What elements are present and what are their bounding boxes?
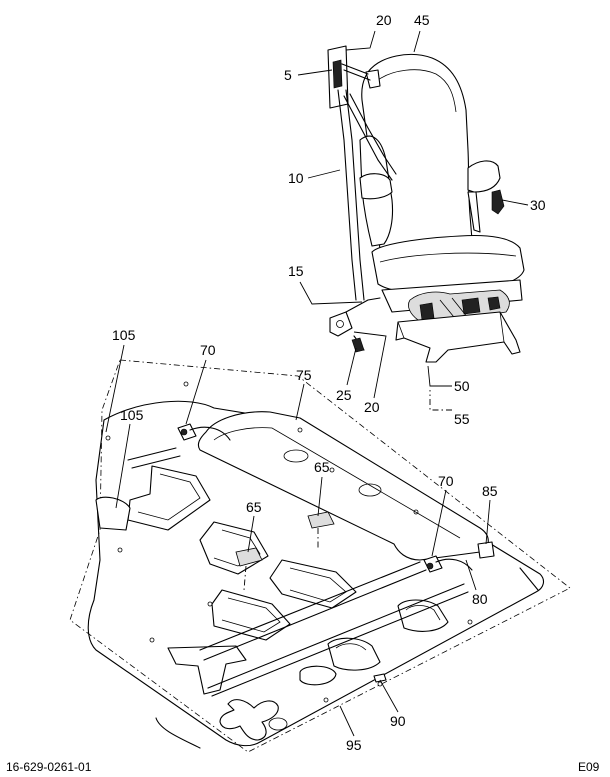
callout-labels: 20 45 5 10 30 15 25 20 50 55 105 70 75 1… — [112, 12, 546, 753]
callout-105-top: 105 — [112, 327, 136, 343]
seat-belt-assembly — [327, 45, 397, 301]
callout-50: 50 — [454, 378, 470, 394]
callout-75: 75 — [296, 367, 312, 383]
callout-65-left: 65 — [246, 499, 262, 515]
callout-5: 5 — [284, 67, 292, 83]
seat-assembly — [329, 53, 525, 363]
callout-45: 45 — [414, 12, 430, 28]
drawing-number: 16-629-0261-01 — [6, 760, 92, 774]
callout-90: 90 — [390, 713, 406, 729]
callout-15: 15 — [288, 263, 304, 279]
sheet-code: E09 — [578, 760, 600, 774]
callout-10: 10 — [288, 170, 304, 186]
callout-105-mid: 105 — [120, 407, 144, 423]
callout-25: 25 — [336, 387, 352, 403]
callout-80: 80 — [472, 591, 488, 607]
leader-lines — [105, 30, 529, 737]
callout-70-left: 70 — [200, 342, 216, 358]
callout-20-bottom: 20 — [364, 399, 380, 415]
callout-85: 85 — [482, 483, 498, 499]
callout-95: 95 — [346, 737, 362, 753]
callout-65-right: 65 — [314, 459, 330, 475]
callout-30: 30 — [530, 197, 546, 213]
callout-20-top: 20 — [376, 12, 392, 28]
callout-55: 55 — [454, 411, 470, 427]
floor-panel — [69, 359, 571, 753]
callout-70-right: 70 — [438, 473, 454, 489]
